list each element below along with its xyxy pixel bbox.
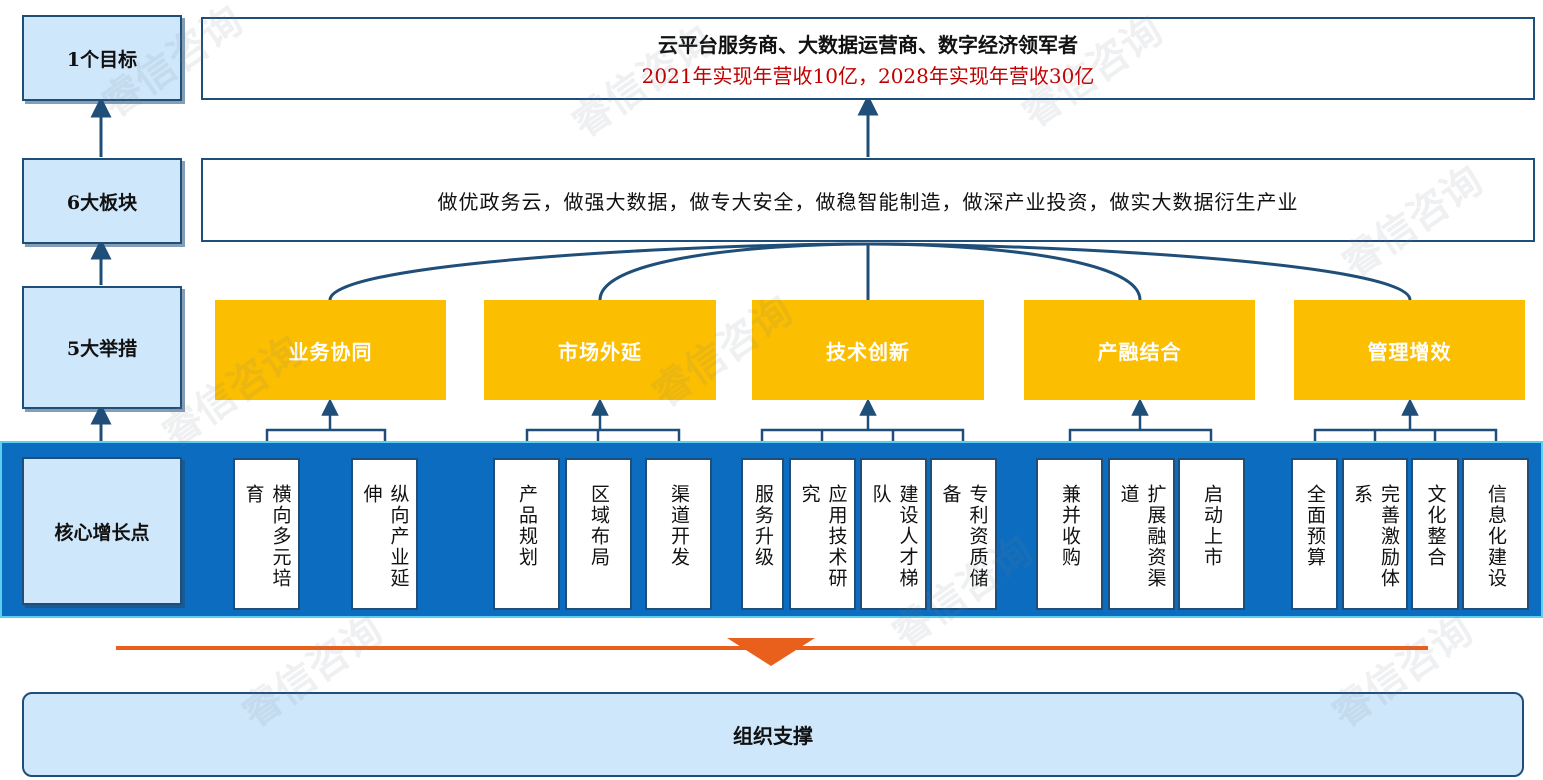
level-goal-label: 1个目标 (22, 15, 182, 101)
growth-point: 区域布局 (565, 458, 632, 610)
level-growth-label: 核心增长点 (22, 457, 182, 605)
level-blocks-label: 6大板块 (22, 158, 182, 244)
growth-point: 产品规划 (493, 458, 560, 610)
arc-measure-5 (867, 242, 1412, 301)
down-triangle-icon (727, 638, 815, 666)
growth-point: 横向多元培育 (233, 458, 300, 610)
growth-point: 服务升级 (741, 458, 784, 610)
level-measures-label: 5大举措 (22, 286, 182, 409)
growth-point: 建设人才梯队 (860, 458, 927, 610)
orange-divider (116, 638, 1428, 666)
measure-tech-innovation: 技术创新 (752, 300, 984, 400)
arc-measure-2 (598, 242, 869, 301)
goal-line-2: 2021年实现年营收10亿，2028年实现年营收30亿 (641, 63, 1095, 88)
goal-box: 云平台服务商、大数据运营商、数字经济领军者 2021年实现年营收10亿，2028… (201, 17, 1535, 100)
growth-point: 完善激励体系 (1342, 458, 1408, 610)
arc-measure-4 (867, 242, 1142, 301)
blocks-box: 做优政务云，做强大数据，做专大安全，做稳智能制造，做深产业投资，做实大数据衍生产… (201, 158, 1535, 242)
growth-point: 文化整合 (1411, 458, 1459, 610)
growth-point: 信息化建设 (1462, 458, 1529, 610)
growth-point: 全面预算 (1291, 458, 1338, 610)
growth-point: 纵向产业延伸 (351, 458, 418, 610)
measure-industry-finance: 产融结合 (1024, 300, 1255, 400)
growth-point: 启动上市 (1178, 458, 1245, 610)
growth-point: 专利资质储备 (930, 458, 997, 610)
arc-measure-1 (328, 242, 869, 301)
blocks-text: 做优政务云，做强大数据，做专大安全，做稳智能制造，做深产业投资，做实大数据衍生产… (437, 189, 1299, 214)
organization-support: 组织支撑 (22, 692, 1524, 777)
growth-point: 兼并收购 (1036, 458, 1103, 610)
goal-line-1: 云平台服务商、大数据运营商、数字经济领军者 (658, 32, 1078, 57)
growth-point: 应用技术研究 (789, 458, 856, 610)
growth-point: 渠道开发 (645, 458, 712, 610)
growth-point: 扩展融资渠道 (1108, 458, 1175, 610)
measure-market-extension: 市场外延 (484, 300, 716, 400)
measure-management-efficiency: 管理增效 (1294, 300, 1525, 400)
measure-business-synergy: 业务协同 (215, 300, 446, 400)
